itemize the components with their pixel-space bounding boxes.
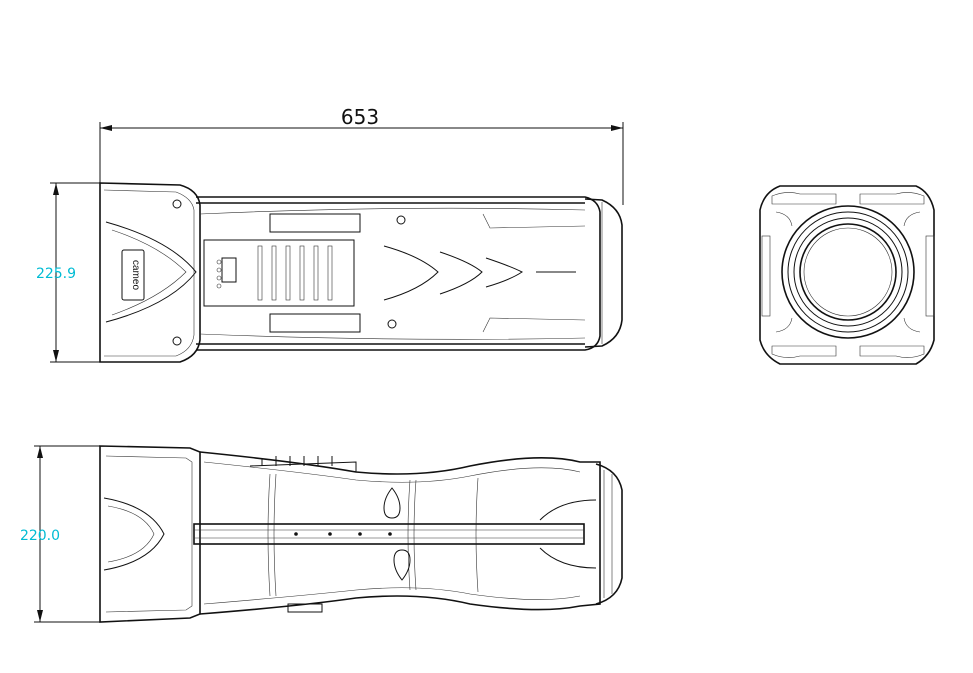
brand-logo: cameo (130, 260, 141, 290)
top-view: cameo (99, 182, 623, 363)
length-dimension-label: 653 (341, 105, 379, 129)
side-view (99, 445, 623, 623)
side-height-dimension: 220.0 (20, 445, 102, 623)
length-dimension: 653 (99, 105, 624, 205)
side-height-label: 220.0 (20, 528, 60, 544)
front-view (759, 185, 935, 365)
top-height-label: 225.9 (36, 266, 76, 282)
top-height-dimension: 225.9 (36, 182, 102, 363)
